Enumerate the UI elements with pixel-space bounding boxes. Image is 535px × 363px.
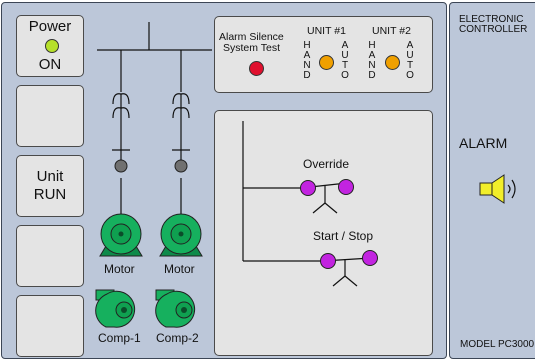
alarm-silence-label: Alarm Silence [219, 31, 284, 43]
power-label: Power [28, 18, 72, 35]
motor-2-label: Motor [164, 262, 195, 276]
compressor-2-label: Comp-2 [156, 331, 199, 345]
power-button[interactable]: Power ON [16, 15, 84, 77]
status-panel: Alarm Silence System Test UNIT #1 H A N … [214, 16, 433, 93]
alarm-silence-button[interactable] [249, 61, 264, 76]
unit2-selector-light[interactable] [385, 55, 400, 70]
unit1-hand-label: H A N D [303, 40, 311, 81]
blank-button-1[interactable] [16, 85, 84, 147]
blank-button-3[interactable] [16, 295, 84, 357]
unit1-auto-label: A U T O [341, 40, 349, 81]
power-state-label: ON [38, 56, 62, 73]
controller-title-line2: CONTROLLER [459, 24, 528, 35]
compressor-2-icon [155, 289, 196, 328]
unit-run-label-line2: RUN [33, 186, 67, 203]
blank-button-2[interactable] [16, 225, 84, 287]
power-indicator-light [45, 39, 59, 53]
start-stop-contact-right[interactable] [362, 250, 378, 266]
unit1-title: UNIT #1 [307, 25, 346, 37]
alarm-label: ALARM [459, 135, 508, 151]
motor-1-label: Motor [104, 262, 135, 276]
motor-1-icon [99, 213, 143, 257]
unit2-title: UNIT #2 [372, 25, 411, 37]
controller-title-line1: ELECTRONIC [459, 14, 524, 25]
electronic-controller-panel: ELECTRONIC CONTROLLER ALARM MODEL PC3000 [449, 2, 535, 359]
speaker-icon[interactable] [450, 3, 535, 360]
disconnect-1-icon [114, 159, 128, 173]
unit-run-label-line1: Unit [36, 168, 64, 185]
unit2-hand-label: H A N D [368, 40, 376, 81]
unit2-auto-label: A U T O [406, 40, 414, 81]
override-contact-left[interactable] [300, 180, 316, 196]
unit1-selector-light[interactable] [319, 55, 334, 70]
system-test-label: System Test [223, 42, 280, 54]
motor-2-icon [159, 213, 203, 257]
override-contact-right[interactable] [338, 179, 354, 195]
start-stop-contact-left[interactable] [320, 253, 336, 269]
compressor-1-icon [95, 289, 136, 328]
start-stop-label: Start / Stop [313, 229, 374, 243]
unit-run-button[interactable]: Unit RUN [16, 155, 84, 217]
control-logic-panel: Override Start / Stop [214, 110, 433, 356]
disconnect-2-icon [174, 159, 188, 173]
override-label: Override [303, 157, 350, 171]
ladder-logic-wiring [242, 121, 378, 287]
compressor-1-label: Comp-1 [98, 331, 141, 345]
model-label: MODEL PC3000 [460, 339, 535, 350]
